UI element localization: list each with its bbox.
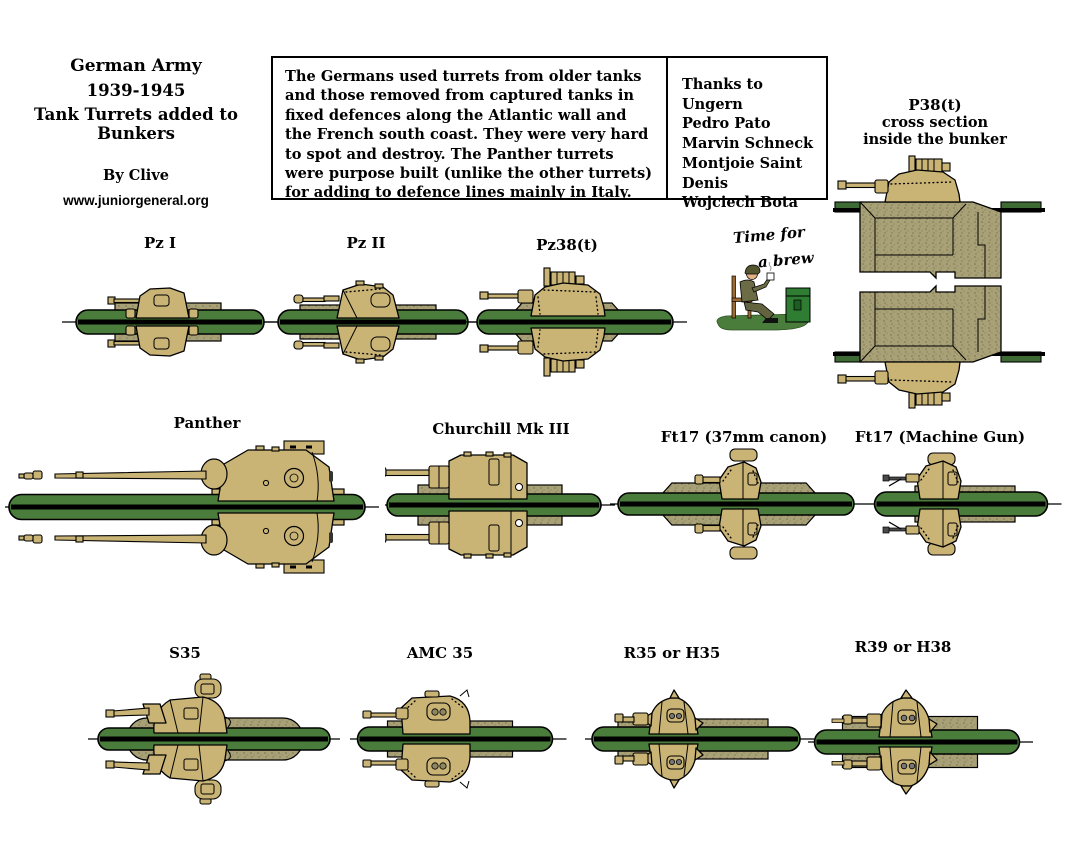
figure-illustration-amc35	[350, 665, 570, 813]
title-block: German Army 1939-1945 Tank Turrets added…	[0, 56, 272, 208]
figure-label-ft17c: Ft17 (37mm canon)	[660, 428, 828, 446]
figure-illustration-s35	[88, 660, 340, 818]
description-text: The Germans used turrets from older tank…	[285, 68, 653, 202]
thanks-name: Pedro Pato	[682, 115, 771, 133]
tea-break-cartoon	[712, 262, 827, 336]
figure-illustration-panther	[5, 430, 383, 585]
figure-label-r39: R39 or H38	[854, 638, 952, 656]
figure-illustration-churchill	[385, 437, 617, 573]
cross-section-label-line2: cross section	[881, 114, 989, 131]
figure-label-s35: S35	[169, 644, 201, 662]
figure-label-amc35: AMC 35	[406, 644, 474, 662]
figure-illustration-ft17c	[610, 440, 862, 566]
page-title-line1: German Army	[70, 56, 202, 76]
figure-label-pz38: Pz38(t)	[536, 236, 598, 254]
figure-illustration-r35	[585, 665, 815, 813]
figure-label-pz1: Pz I	[143, 234, 177, 252]
cartoon-caption-line1: Time for	[732, 222, 806, 248]
figure-illustration-ft17mg	[862, 440, 1077, 566]
thanks-name: Wojciech Bota	[682, 194, 799, 212]
cross-section-label-line1: P38(t)	[908, 96, 962, 114]
description-box: The Germans used turrets from older tank…	[271, 56, 668, 202]
figure-label-ft17mg: Ft17 (Machine Gun)	[854, 428, 1026, 446]
thanks-name: Montjoie Saint Denis	[682, 154, 803, 192]
figure-label-pz2: Pz II	[346, 234, 386, 252]
figure-label-churchill: Churchill Mk III	[432, 420, 570, 438]
thanks-name: Ungern	[682, 95, 743, 113]
website-link: www.juniorgeneral.org	[63, 193, 209, 208]
page-title-line3: Tank Turrets added to Bunkers	[33, 105, 239, 143]
page-title-line2: 1939-1945	[86, 81, 186, 100]
figure-illustration-pz1	[40, 262, 290, 384]
figure-label-panther: Panther	[173, 414, 241, 432]
thanks-name: Marvin Schneck	[682, 135, 814, 153]
cross-section-label-line3: inside the bunker	[863, 131, 1007, 148]
figure-illustration-pz38	[455, 255, 695, 389]
cross-section-illustration	[833, 150, 1048, 414]
figure-illustration-pz2	[258, 262, 486, 384]
thanks-heading: Thanks to	[682, 76, 763, 93]
figure-label-r35: R35 or H35	[623, 644, 721, 662]
byline: By Clive	[103, 167, 169, 184]
figure-illustration-r39	[808, 665, 1033, 817]
